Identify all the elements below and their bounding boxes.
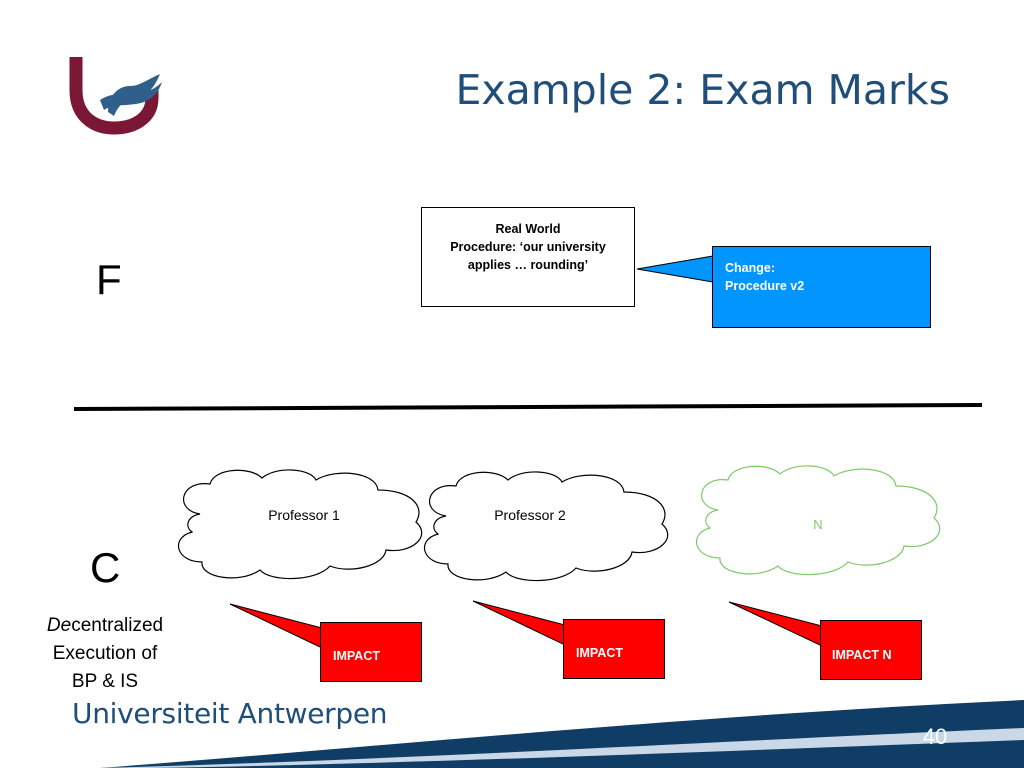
decentral-prefix: De (46, 615, 72, 636)
cloud-professor-1 (177, 469, 423, 580)
impact-box-2: IMPACT (563, 619, 665, 679)
impact-pointer-2 (472, 600, 566, 646)
impact-pointer-n (728, 601, 823, 647)
page-number: 40 (922, 724, 948, 749)
slide-title: Example 2: Exam Marks (455, 66, 950, 114)
cloud-professor-2 (423, 471, 669, 582)
decentral-line-1: Decentralized (20, 612, 190, 640)
cloud-n (695, 465, 941, 576)
university-logo-icon (69, 57, 162, 135)
decentralized-description: Decentralized Execution of BP & IS (20, 612, 190, 696)
impact-box-1: IMPACT (320, 622, 422, 682)
impact-pointer-1 (229, 603, 323, 649)
impact-box-n: IMPACT N (820, 620, 922, 680)
change-callout-pointer (636, 255, 714, 283)
change-callout-line-2: Procedure v2 (725, 279, 805, 293)
fc-divider-line (73, 403, 983, 411)
construction-letter: C (90, 544, 121, 591)
decentral-line-2: Execution of (52, 643, 158, 664)
real-world-line-2: Procedure: ‘our university (450, 240, 606, 254)
footer-swoosh (100, 700, 1024, 768)
real-world-line-3: applies … rounding’ (467, 258, 589, 272)
change-callout: Change: Procedure v2 (712, 246, 931, 328)
real-world-line-1: Real World (495, 222, 561, 236)
decentral-line-3: BP & IS (71, 671, 139, 692)
real-world-box: Real World Procedure: ‘our university ap… (421, 207, 635, 307)
decentral-suffix: centralized (71, 615, 164, 636)
cloud-label-n: N (813, 517, 823, 532)
change-callout-line-1: Change: (725, 261, 775, 275)
cloud-label-professor-1: Professor 1 (268, 507, 340, 523)
functional-letter: F (96, 256, 122, 303)
cloud-label-professor-2: Professor 2 (494, 507, 566, 523)
university-name: Universiteit Antwerpen (72, 697, 388, 730)
